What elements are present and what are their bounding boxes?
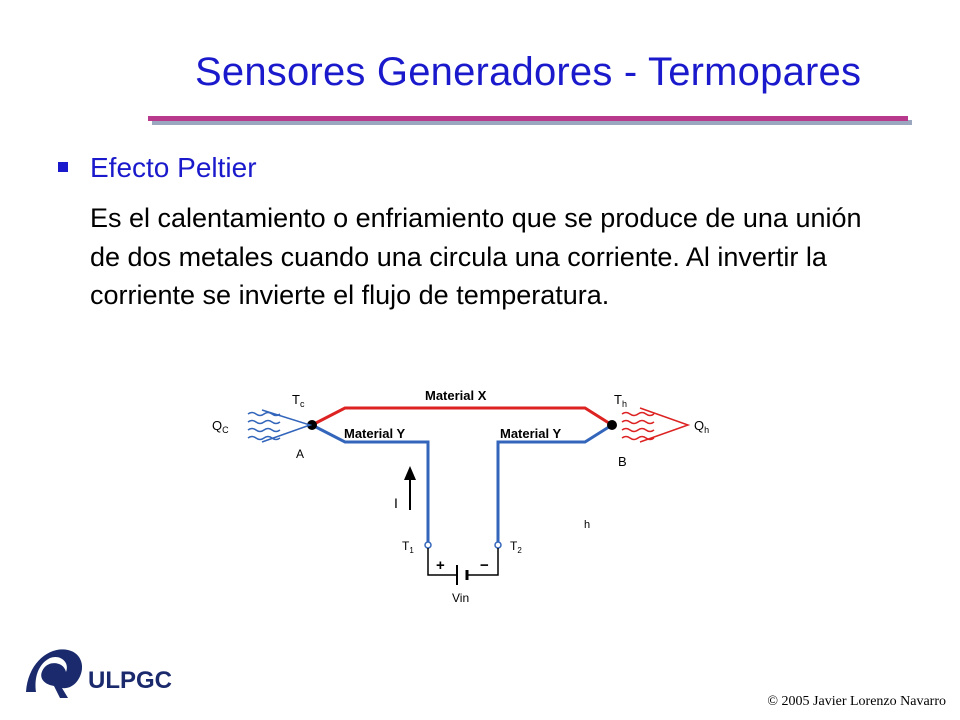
ulpgc-logo-mark	[26, 649, 83, 698]
battery-wire-left	[427, 548, 457, 576]
ulpgc-logo: ULPGC	[26, 649, 172, 698]
qh-subscript: h	[704, 425, 709, 435]
junction-a-label: A	[296, 447, 304, 461]
battery-plus-label: +	[436, 557, 445, 574]
bullet-square-icon	[58, 162, 68, 172]
svg-text:Th: Th	[614, 392, 627, 409]
terminal-t2	[494, 541, 502, 549]
material-y-left-wire	[311, 423, 430, 545]
peltier-diagram: Material X Material Y Material Y Tc Th Q…	[212, 388, 709, 605]
th-label: T	[614, 392, 622, 407]
t2-label: T	[510, 539, 518, 553]
junction-b-label: B	[618, 454, 627, 469]
t2-subscript: 2	[517, 546, 522, 555]
tc-label: T	[292, 392, 300, 407]
svg-text:Tc: Tc	[292, 392, 305, 409]
qc-label: Q	[212, 418, 222, 433]
t1-label: T	[402, 539, 410, 553]
heat-in-cold-icon	[247, 409, 313, 443]
body-paragraph: Es el calentamiento o enfriamiento que s…	[90, 203, 862, 310]
battery-minus-label: −	[480, 557, 489, 574]
slide-title: Sensores Generadores - Termopares	[195, 50, 862, 94]
svg-text:T1: T1	[402, 539, 414, 555]
ulpgc-logo-text: ULPGC	[88, 667, 172, 694]
t1-subscript: 1	[409, 546, 414, 555]
svg-text:T2: T2	[510, 539, 522, 555]
svg-text:QC: QC	[212, 418, 229, 435]
vin-label: Vin	[452, 591, 469, 605]
material-y-right-label: Material Y	[500, 426, 562, 441]
material-x-wire	[311, 406, 613, 427]
tc-subscript: c	[300, 399, 305, 409]
qc-subscript: C	[222, 425, 229, 435]
current-label: I	[394, 495, 398, 511]
qh-label: Q	[694, 418, 704, 433]
bullet-heading: Efecto Peltier	[90, 152, 257, 183]
title-underline	[148, 116, 908, 121]
material-y-left-label: Material Y	[344, 426, 406, 441]
svg-text:Qh: Qh	[694, 418, 709, 435]
terminal-t1	[424, 541, 432, 549]
junction-b-dot	[607, 420, 617, 430]
heat-out-hot-icon	[621, 407, 691, 443]
stray-h-label: h	[584, 519, 590, 531]
th-subscript: h	[622, 399, 627, 409]
material-x-label: Material X	[425, 388, 487, 403]
copyright-notice: © 2005 Javier Lorenzo Navarro	[767, 694, 946, 709]
battery-wire-right	[467, 548, 499, 576]
material-y-right-wire	[496, 423, 613, 545]
